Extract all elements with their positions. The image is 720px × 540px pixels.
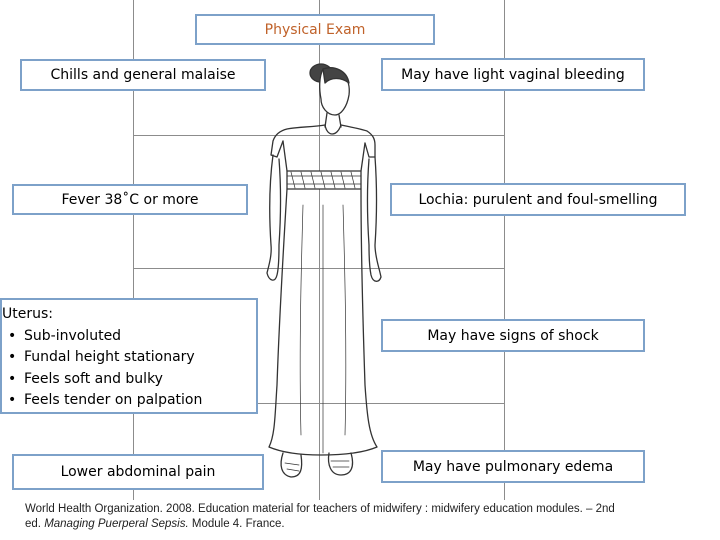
grid-left-line [133,0,134,500]
fever-box: Fever 38˚C or more [12,184,248,215]
woman-figure-illustration [266,63,382,478]
pulmonary-edema-box: May have pulmonary edema [381,450,645,483]
vaginal-bleeding-box: May have light vaginal bleeding [381,58,645,91]
citation-line-1: World Health Organization. 2008. Educati… [25,503,615,515]
signs-of-shock-box: May have signs of shock [381,319,645,352]
chills-box: Chills and general malaise [20,59,266,91]
grid-row-line-3 [133,403,505,404]
grid-row-line-2 [133,268,505,269]
citation-suffix: Module 4. France. [188,518,285,530]
uterus-box: Uterus: Sub-involuted Fundal height stat… [0,298,258,414]
uterus-heading: Uterus: [2,306,53,322]
citation-title: Managing Puerperal Sepsis. [44,518,189,530]
lochia-box: Lochia: purulent and foul-smelling [390,183,686,216]
uterus-item: Sub-involuted [2,326,256,348]
grid-right-line [504,0,505,500]
grid-row-line-1 [133,135,505,136]
grid-center-line [319,0,320,500]
uterus-item: Feels tender on palpation [2,390,256,412]
citation: World Health Organization. 2008. Educati… [25,502,705,532]
uterus-item: Fundal height stationary [2,347,256,369]
uterus-list: Sub-involuted Fundal height stationary F… [2,326,256,412]
citation-line-2: ed. Managing Puerperal Sepsis. Module 4.… [25,517,705,532]
lower-abdominal-pain-box: Lower abdominal pain [12,454,264,490]
physical-exam-title: Physical Exam [195,14,435,45]
uterus-item: Feels soft and bulky [2,369,256,391]
citation-prefix: ed. [25,518,45,530]
background-grid [133,0,505,500]
